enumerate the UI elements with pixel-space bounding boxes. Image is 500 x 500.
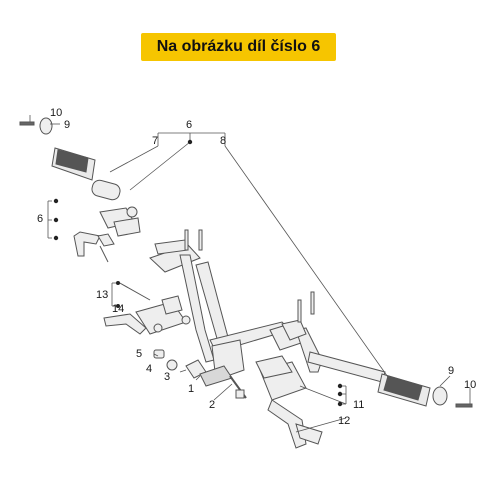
label-9-right: 9 — [448, 365, 454, 377]
frame-bolts — [184, 229, 315, 323]
page-title-banner: Na obrázku díl číslo 6 — [141, 33, 336, 61]
label-13: 13 — [96, 289, 108, 301]
handlebar-frame — [149, 239, 386, 383]
part-labels: 10 9 6 7 8 6 13 14 5 4 3 1 2 11 12 9 10 — [37, 107, 476, 427]
label-5: 5 — [136, 348, 142, 360]
label-6-left: 6 — [37, 213, 43, 225]
label-4: 4 — [146, 363, 152, 375]
label-8: 8 — [220, 135, 226, 147]
label-3: 3 — [164, 371, 170, 383]
label-10-right: 10 — [464, 379, 476, 391]
label-12: 12 — [338, 415, 350, 427]
left-switch-parts — [73, 206, 141, 263]
label-2: 2 — [209, 399, 215, 411]
label-7: 7 — [152, 135, 158, 147]
right-lever-parts — [255, 355, 323, 449]
label-6-top: 6 — [186, 119, 192, 131]
label-14: 14 — [112, 303, 124, 315]
left-grip-parts — [19, 117, 121, 201]
label-11: 11 — [353, 399, 364, 411]
label-1: 1 — [188, 383, 194, 395]
left-lever-parts — [103, 281, 191, 335]
label-9-left: 9 — [64, 119, 70, 131]
label-10-left: 10 — [50, 107, 62, 119]
leader-lines — [29, 115, 471, 433]
leader-dots — [53, 139, 343, 407]
right-grip-parts — [377, 373, 473, 408]
